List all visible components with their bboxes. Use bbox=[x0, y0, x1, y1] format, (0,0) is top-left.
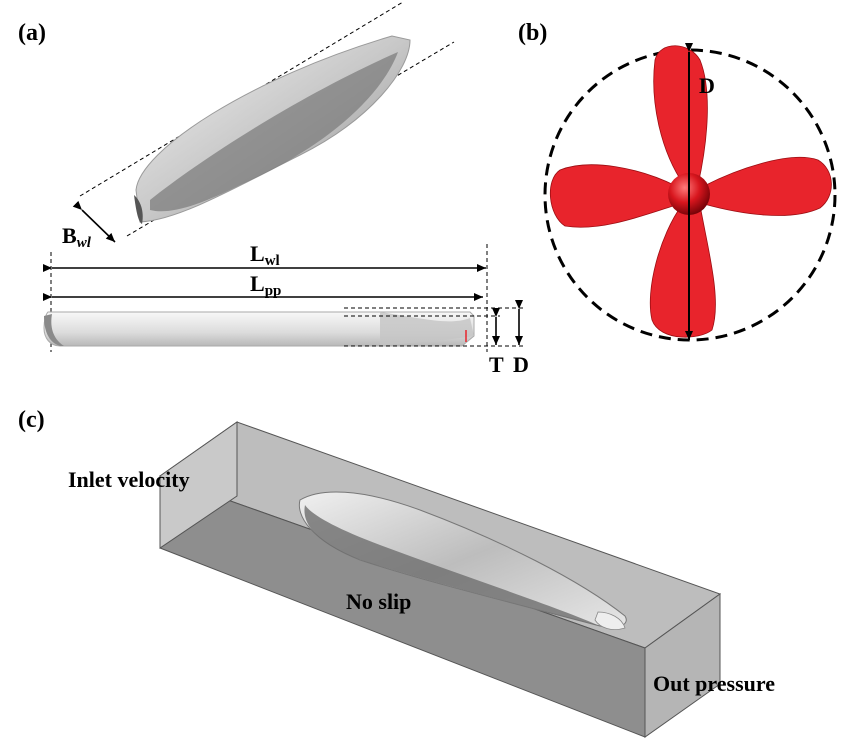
panel-label-c: (c) bbox=[18, 407, 45, 433]
domain-inlet-face bbox=[159, 421, 238, 549]
waterline-length-label: Lwl bbox=[250, 241, 280, 269]
hull-side-view bbox=[43, 311, 475, 347]
propeller-diameter-label: D bbox=[699, 73, 715, 98]
wall-boundary-label: No slip bbox=[346, 589, 411, 614]
panel-label-b: (b) bbox=[518, 20, 547, 46]
propeller-blade-right bbox=[703, 156, 832, 216]
depth-label: D bbox=[513, 352, 529, 377]
domain-outlet-face bbox=[644, 593, 721, 738]
perpendicular-length-label: Lpp bbox=[250, 271, 281, 299]
hull-top-view bbox=[134, 35, 411, 224]
beam-label: Bwl bbox=[62, 223, 92, 251]
propeller-disc-outline bbox=[543, 48, 837, 342]
panel-label-a: (a) bbox=[18, 20, 46, 46]
draft-label: T bbox=[489, 352, 504, 377]
hull-in-domain bbox=[298, 491, 627, 630]
outlet-boundary-label: Out pressure bbox=[653, 671, 775, 696]
propeller-blade-left bbox=[549, 164, 677, 228]
propeller-blade-top bbox=[653, 45, 708, 186]
propeller bbox=[549, 45, 832, 338]
propeller-blade-bottom bbox=[649, 204, 716, 338]
inlet-boundary-label: Inlet velocity bbox=[68, 467, 190, 492]
beam-dimension-arrow bbox=[72, 200, 116, 243]
